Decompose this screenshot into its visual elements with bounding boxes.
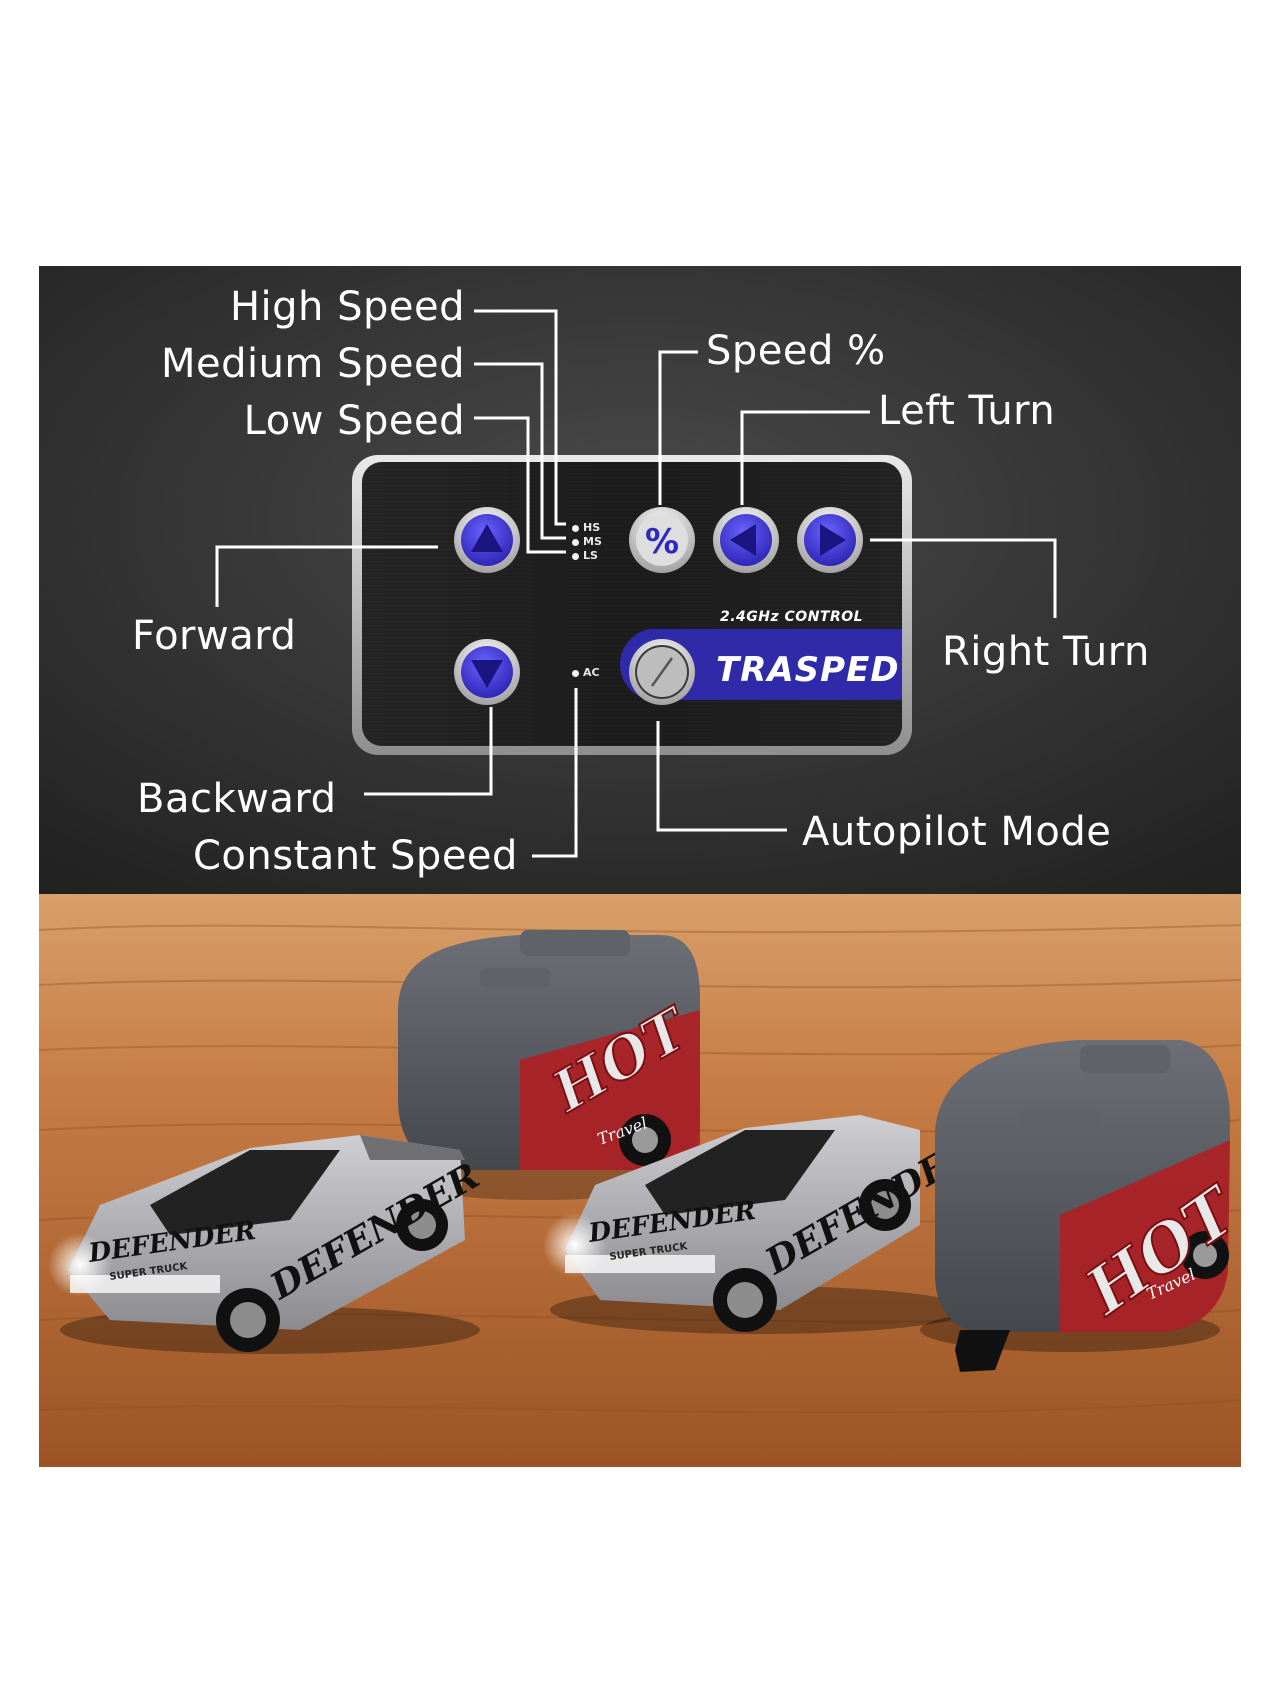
arrow-up-icon — [471, 524, 503, 552]
indicator-ls: LS — [572, 549, 598, 562]
label-left-turn: Left Turn — [878, 388, 1056, 434]
autopilot-button[interactable] — [629, 639, 695, 705]
led-hs — [572, 524, 579, 532]
label-forward: Forward — [132, 613, 297, 659]
label-low-speed: Low Speed — [243, 398, 465, 444]
label-high-speed: High Speed — [229, 284, 465, 330]
remote-controller — [352, 455, 912, 755]
percent-icon: % — [645, 522, 679, 562]
speed-percent-button[interactable] — [629, 507, 695, 573]
trailer-right — [920, 1040, 1230, 1372]
led-ms — [572, 538, 579, 546]
callout-lines — [215, 309, 1057, 858]
label-right-turn: Right Turn — [942, 629, 1150, 675]
label-backward: Backward — [137, 776, 337, 822]
left-turn-button[interactable] — [713, 507, 779, 573]
label-medium-speed: Medium Speed — [160, 341, 465, 387]
led-ac — [572, 669, 579, 677]
indicator-hs-text: HS — [583, 521, 601, 534]
arrow-down-icon — [471, 660, 503, 688]
led-ls — [572, 552, 579, 560]
label-speed-percent: Speed % — [706, 328, 886, 374]
backward-button[interactable] — [454, 639, 520, 705]
indicator-ac: AC — [572, 666, 600, 679]
indicator-ac-text: AC — [583, 666, 600, 679]
right-turn-button[interactable] — [797, 507, 863, 573]
brand-logo: TRASPED — [716, 650, 900, 690]
control-text: 2.4GHz CONTROL — [720, 609, 864, 625]
forward-button[interactable] — [454, 507, 520, 573]
indicator-hs: HS — [572, 521, 600, 534]
indicator-ls-text: LS — [583, 549, 598, 562]
arrow-right-icon — [820, 524, 846, 556]
indicator-ms-text: MS — [583, 535, 602, 548]
arrow-left-icon — [730, 524, 756, 556]
truck-left — [48, 1135, 480, 1354]
indicator-ms: MS — [572, 535, 602, 548]
label-autopilot-mode: Autopilot Mode — [802, 809, 1112, 855]
truck-right — [543, 1115, 970, 1334]
trailer-left — [398, 930, 700, 1200]
dial-icon — [650, 657, 674, 687]
label-constant-speed: Constant Speed — [193, 833, 518, 879]
